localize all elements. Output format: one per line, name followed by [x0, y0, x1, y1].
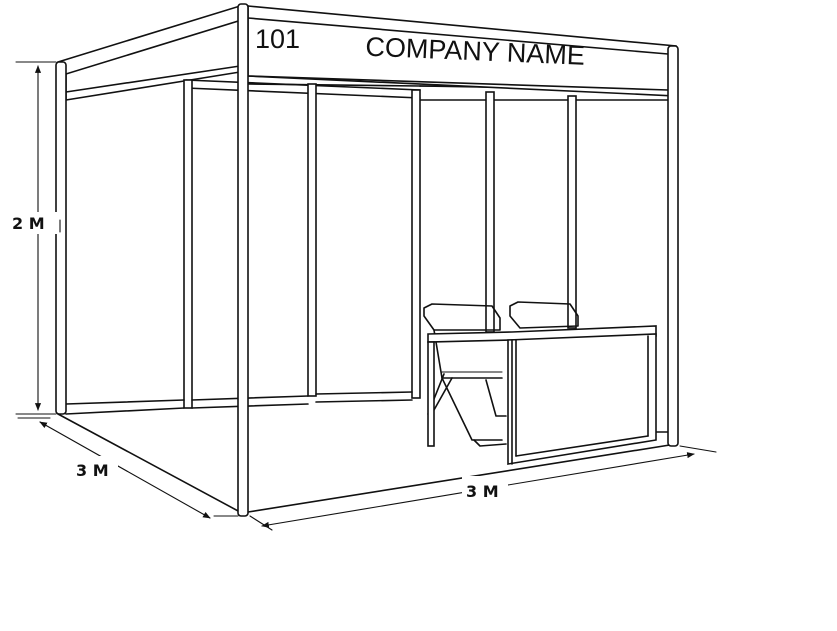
booth-number: 101 [255, 24, 300, 54]
chairs [423, 301, 579, 447]
depth-label: 3 M [76, 461, 109, 480]
width-dimension: 3 M [249, 445, 717, 531]
fascia-board: 101 COMPANY NAME [247, 5, 677, 97]
depth-dimension: 3 M [17, 417, 239, 519]
width-label: 3 M [466, 482, 499, 501]
corner-posts [55, 3, 679, 517]
table [427, 325, 657, 465]
height-label: 2 M [12, 214, 45, 233]
height-dimension: 2 M [10, 61, 62, 415]
wall-posts [183, 79, 577, 409]
